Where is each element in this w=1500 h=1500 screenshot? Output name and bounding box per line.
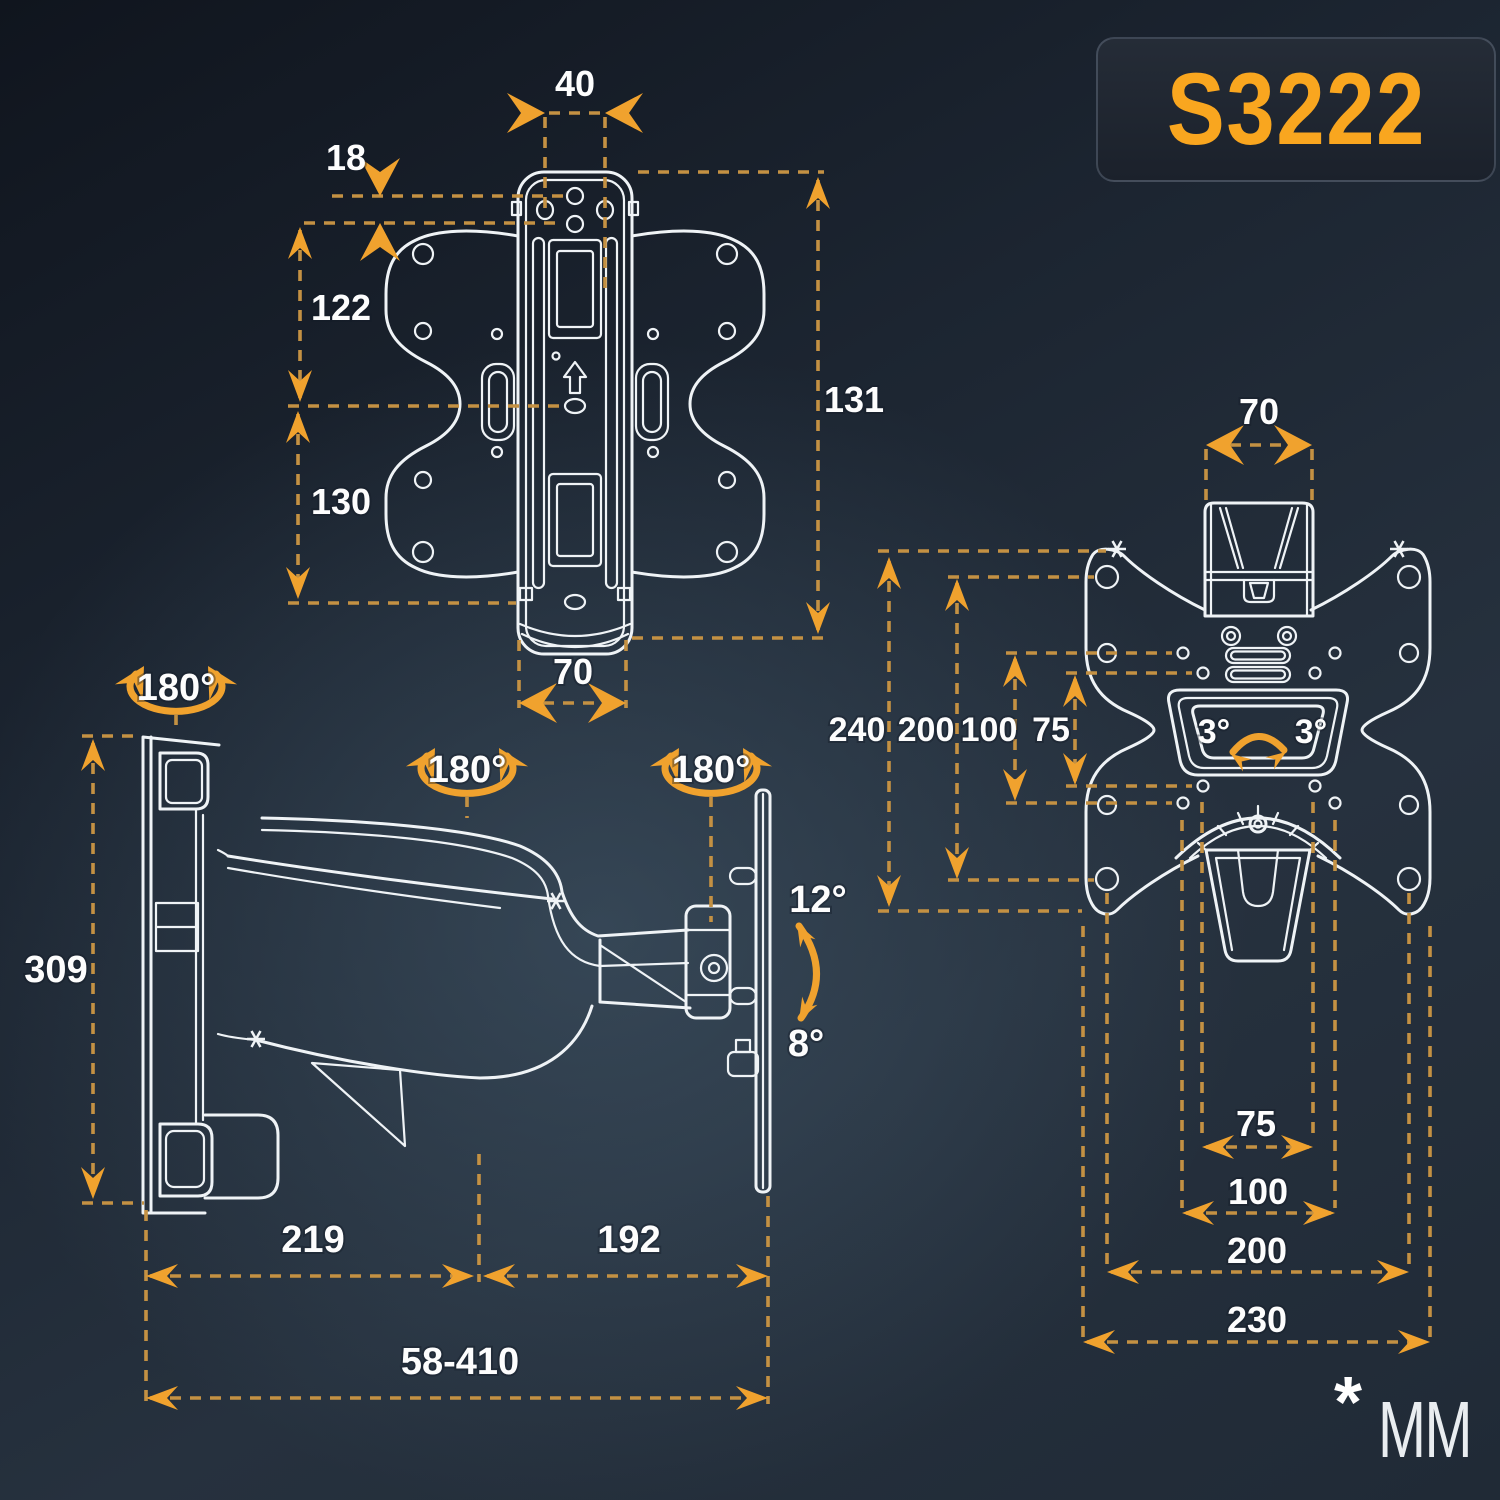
swivel-indicator-elbow: 180° <box>405 740 529 818</box>
rear-view-dimensions: 70 240 200 100 75 <box>827 389 1432 1354</box>
dim-upper-section: 122 <box>288 227 560 408</box>
dim-label-180-wall: 180° <box>137 667 216 709</box>
dim-label-58-410: 58-410 <box>401 1341 519 1383</box>
dim-label-122: 122 <box>311 287 371 328</box>
front-view-drawing <box>384 170 766 656</box>
dim-label-18: 18 <box>326 137 366 178</box>
dim-label-12deg: 12° <box>789 879 846 921</box>
reference-asterisks-rear <box>1106 539 1410 559</box>
dim-height-240: 240 <box>827 549 1106 913</box>
dim-label-180-elbow: 180° <box>428 749 507 791</box>
dim-label-309: 309 <box>24 949 87 991</box>
dim-label-192: 192 <box>597 1219 660 1261</box>
center-bracket-outline <box>516 170 634 656</box>
rear-plate-left-edge <box>1084 547 1207 916</box>
dim-label-8deg: 8° <box>788 1023 824 1065</box>
swivel-angle-indicator: 3° 3° <box>1196 711 1329 772</box>
units-asterisk: * <box>1334 1363 1363 1443</box>
wall-plate-profile <box>141 735 280 1215</box>
top-hook-cover <box>1203 501 1315 618</box>
model-badge: S3222 <box>1096 37 1496 182</box>
dim-label-70-rear: 70 <box>1239 391 1279 432</box>
right-wing-plate <box>630 229 766 579</box>
tilt-head-and-plate <box>684 788 772 1194</box>
dim-label-70-front: 70 <box>553 651 593 692</box>
reference-asterisks-side <box>245 891 567 1049</box>
dim-label-3deg-left: 3° <box>1198 713 1231 751</box>
dim-label-240: 240 <box>829 711 886 749</box>
dim-label-75v: 75 <box>1032 711 1070 749</box>
wing-mounting-holes <box>411 242 739 564</box>
dim-label-200w: 200 <box>1227 1230 1287 1271</box>
dim-label-230: 230 <box>1227 1299 1287 1340</box>
swivel-indicator-wall: 180° <box>114 658 238 734</box>
rear-plate-right-edge <box>1309 547 1432 916</box>
dim-bracket-width: 70 <box>517 640 628 723</box>
swivel-indicator-plate: 180° <box>649 740 773 922</box>
dim-arm-sections: 219 192 <box>144 1154 770 1404</box>
dim-label-100w: 100 <box>1228 1171 1288 1212</box>
dim-label-130: 130 <box>311 481 371 522</box>
dim-width-100: 100 <box>1180 820 1337 1225</box>
dim-extension-range: 58-410 <box>146 1339 768 1410</box>
dim-label-219: 219 <box>281 1219 344 1261</box>
dim-width-230: 230 <box>1081 926 1432 1354</box>
dim-label-3deg-right: 3° <box>1295 713 1328 751</box>
dim-height-75: 75 <box>1030 671 1192 788</box>
dim-plate-height-309: 309 <box>22 734 144 1205</box>
bottom-hook-assembly <box>1174 804 1342 963</box>
dim-top-hole-spacing: 40 <box>507 61 643 288</box>
tilt-angle-indicator: 12° 8° <box>786 877 849 1067</box>
dim-height-100: 100 <box>959 651 1172 805</box>
dim-label-75w: 75 <box>1236 1103 1276 1144</box>
model-number: S3222 <box>1166 52 1426 166</box>
dim-top-bracket-width: 70 <box>1204 389 1314 502</box>
dim-width-200: 200 <box>1105 893 1411 1284</box>
dim-label-180-plate: 180° <box>672 749 751 791</box>
articulating-arm <box>216 816 692 1148</box>
dim-label-40: 40 <box>555 63 595 104</box>
dim-hole-row-gap: 18 <box>304 135 563 261</box>
units-label: MM <box>1378 1385 1473 1474</box>
dim-height-200: 200 <box>896 575 1094 882</box>
side-handles <box>480 362 670 442</box>
center-rib-details <box>1220 625 1298 684</box>
dim-label-200v: 200 <box>898 711 955 749</box>
side-view-dimensions: 180° 180° 180° 309 12° 8° <box>22 658 849 1410</box>
dim-label-131: 131 <box>824 379 884 420</box>
rear-view-drawing <box>1084 501 1432 963</box>
front-view-dimensions: 40 18 122 130 131 <box>286 61 886 723</box>
side-view-drawing <box>141 735 772 1215</box>
dim-bracket-height: 131 <box>632 170 886 640</box>
left-wing-plate <box>384 229 520 579</box>
dim-lower-section: 130 <box>286 411 516 605</box>
swivel-housing <box>1167 688 1349 777</box>
dim-label-100v: 100 <box>961 711 1018 749</box>
dim-width-75: 75 <box>1200 802 1315 1159</box>
center-bracket-details <box>510 186 640 648</box>
